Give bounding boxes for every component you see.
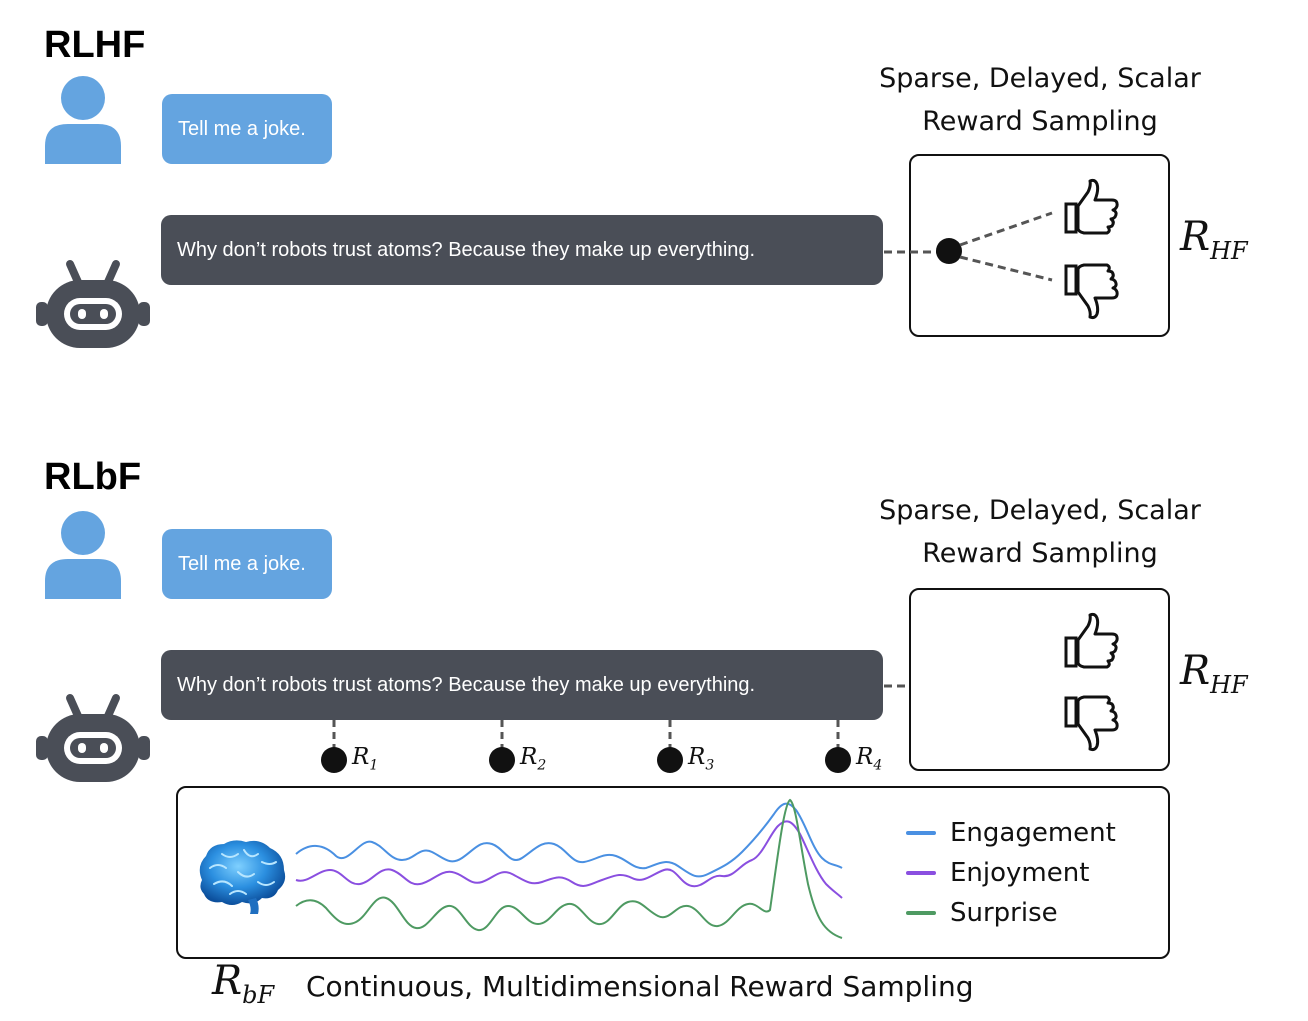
bot-message-bubble: Why don’t robots trust atoms? Because th… (161, 215, 883, 285)
legend-label: Engagement (950, 818, 1116, 848)
sampling-title: Sparse, Delayed, Scalar Reward Sampling (830, 489, 1250, 575)
thumbs-down-icon (1064, 263, 1119, 320)
brain-icon (199, 840, 286, 914)
sampling-title: Sparse, Delayed, Scalar Reward Sampling (830, 57, 1250, 143)
user-message-bubble: Tell me a joke. (162, 529, 332, 599)
robot-icon (36, 694, 150, 782)
reward-box (909, 154, 1170, 337)
thumbs-down-icon (1064, 695, 1119, 752)
legend-item-surprise: Surprise (906, 893, 1116, 933)
bot-message-bubble: Why don’t robots trust atoms? Because th… (161, 650, 883, 720)
legend-label: Surprise (950, 898, 1058, 928)
legend-swatch (906, 911, 936, 915)
legend: Engagement Enjoyment Surprise (906, 813, 1116, 933)
thumbs-up-icon (1064, 612, 1119, 669)
token-reward-label: R1 (352, 744, 379, 774)
user-message-bubble: Tell me a joke. (162, 94, 332, 164)
token-reward-label: R3 (688, 744, 715, 774)
legend-swatch (906, 871, 936, 875)
legend-item-engagement: Engagement (906, 813, 1116, 853)
token-reward-label: R2 (520, 744, 547, 774)
enjoyment-line (295, 820, 843, 899)
rbf-label: RbF (212, 958, 275, 1009)
legend-item-enjoyment: Enjoyment (906, 853, 1116, 893)
panel-caption: Continuous, Multidimensional Reward Samp… (306, 970, 974, 1003)
biosignal-plot (295, 798, 843, 939)
legend-label: Enjoyment (950, 858, 1090, 888)
rlbf-title: RLbF (44, 456, 142, 498)
engagement-line (295, 802, 843, 878)
sampling-title-line1: Sparse, Delayed, Scalar (879, 495, 1201, 526)
user-icon (45, 511, 121, 599)
rhf-label: RHF (1180, 214, 1248, 265)
sampling-title-line2: Reward Sampling (922, 538, 1158, 569)
user-icon (45, 76, 121, 164)
token-reward-label: R4 (856, 744, 883, 774)
rhf-label: RHF (1180, 648, 1248, 699)
legend-swatch (906, 831, 936, 835)
thumbs-up-icon (1064, 178, 1119, 235)
surprise-line (295, 798, 843, 939)
sampling-title-line1: Sparse, Delayed, Scalar (879, 63, 1201, 94)
robot-icon (36, 260, 150, 348)
rlhf-title: RLHF (44, 24, 146, 66)
sampling-title-line2: Reward Sampling (922, 106, 1158, 137)
reward-box (909, 588, 1170, 771)
